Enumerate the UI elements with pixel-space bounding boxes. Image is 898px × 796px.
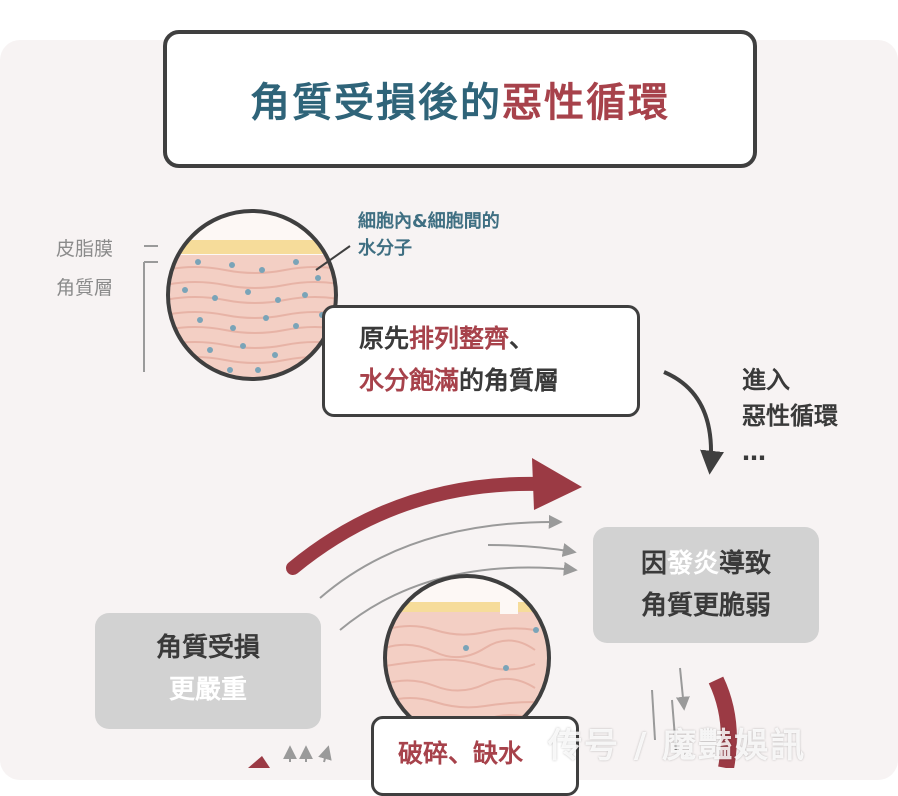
water-molecule-label: 細胞內&細胞間的 水分子 <box>358 208 500 262</box>
label-stratum-corneum: 角質層 <box>56 277 114 299</box>
enter-cycle-line1: 進入 <box>742 366 790 394</box>
label-bracket <box>143 245 158 372</box>
box-inflammation: 因發炎導致 角質更脆弱 <box>593 527 819 643</box>
text-segment-accent: 排列整齊 <box>409 324 510 353</box>
label-sebum-film: 皮脂膜 <box>56 238 114 260</box>
enter-cycle-arrow <box>663 370 724 475</box>
text-segment-accent: 水分飽滿 <box>359 366 460 395</box>
enter-cycle-line2: 惡性循環 <box>742 402 838 430</box>
box-damage-worse: 角質受損 更嚴重 <box>95 613 321 729</box>
water-label-line1: 細胞內&細胞間的 <box>358 211 500 232</box>
water-pointer <box>315 245 351 271</box>
watermark: 传号 / 魔豔娛訊 <box>548 726 807 766</box>
title-box: 角質受損後的惡性循環 <box>163 30 757 168</box>
text-segment: 導致 <box>719 549 772 579</box>
title-part2: 惡性循環 <box>502 80 670 126</box>
text-segment: 、 <box>509 324 535 353</box>
callout-original-layer: 原先排列整齊、 水分飽滿的角質層 <box>322 305 640 417</box>
box-inflammation-line1: 因發炎導致 <box>593 543 819 585</box>
water-label-line2: 水分子 <box>358 238 412 259</box>
enter-cycle-line3: … <box>742 438 766 466</box>
cycle-arrow-right <box>708 676 737 768</box>
box-inflammation-line2: 角質更脆弱 <box>640 591 771 621</box>
callout-broken-text: 破碎、缺水 <box>398 739 524 768</box>
title-part1: 角質受損後的 <box>250 80 502 126</box>
callout-original-line2: 水分飽滿的角質層 <box>359 360 637 402</box>
box-damage-line2: 更嚴重 <box>168 675 247 705</box>
box-damage-line1: 角質受損 <box>155 633 260 663</box>
diagram-graphics <box>143 209 737 768</box>
text-segment: 的角質層 <box>459 366 560 395</box>
cycle-arrow-top <box>286 458 582 575</box>
cycle-arrow-left <box>248 756 270 768</box>
callout-original-line1: 原先排列整齊、 <box>359 318 637 360</box>
enter-cycle-text: 進入 惡性循環 … <box>742 362 838 470</box>
text-segment: 原先 <box>359 324 410 353</box>
text-segment-highlight: 發炎 <box>666 549 719 579</box>
text-segment: 因 <box>640 549 667 579</box>
